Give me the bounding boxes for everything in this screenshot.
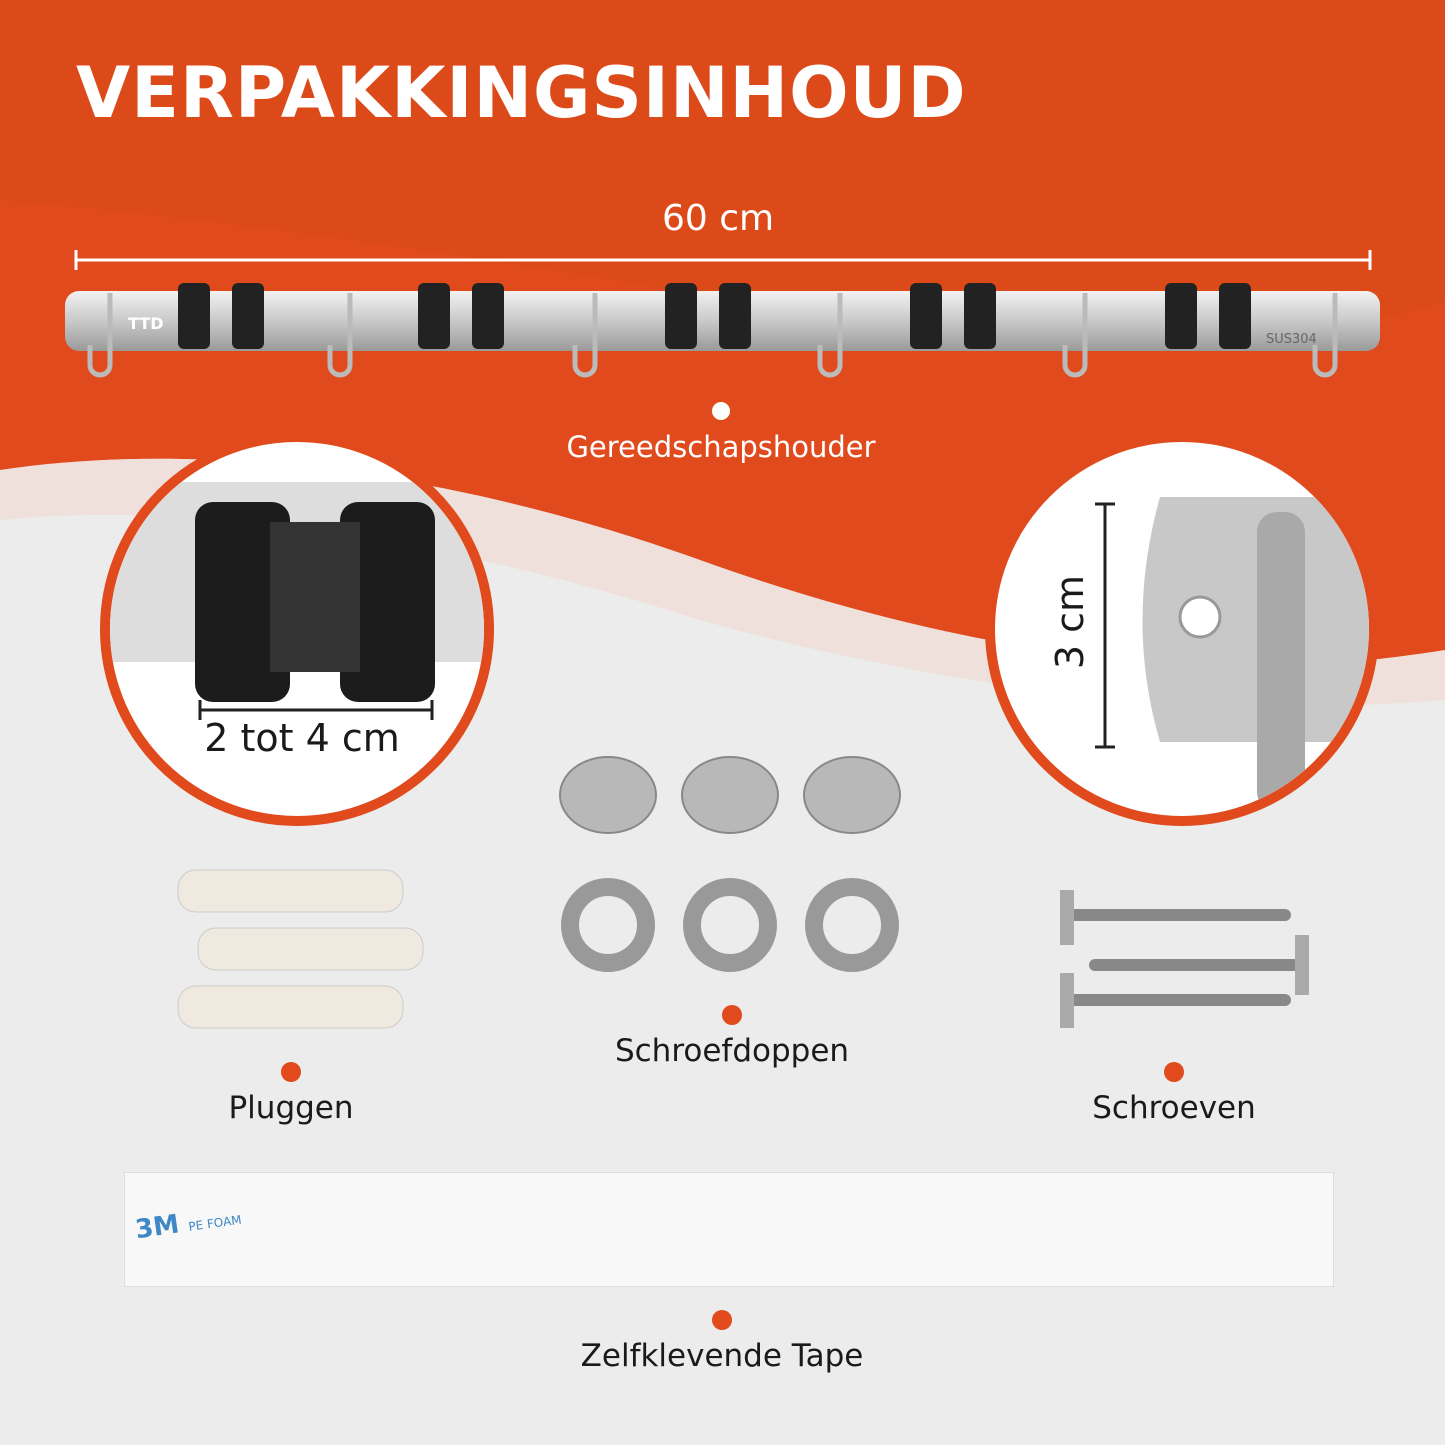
tape-dot bbox=[712, 1310, 732, 1330]
screw-caps-image bbox=[559, 756, 901, 972]
tape-text: PE FOAM bbox=[187, 1212, 243, 1234]
tape-label: Zelfklevende Tape bbox=[580, 1338, 864, 1374]
tool-holder-rail-image: TTD SUS304 bbox=[65, 283, 1380, 378]
clamp-detail-image bbox=[110, 482, 484, 720]
rail-label: Gereedschapshouder bbox=[566, 430, 876, 464]
caps-label: Schroefdoppen bbox=[614, 1033, 850, 1069]
brand-mark: TTD bbox=[128, 314, 163, 333]
height-detail-image bbox=[1095, 497, 1369, 812]
screws-image bbox=[1060, 890, 1309, 1028]
caps-dot bbox=[722, 1005, 742, 1025]
height-detail-circle bbox=[985, 432, 1379, 826]
height-dimension-label: 3 cm bbox=[1048, 574, 1092, 670]
clamp-detail-circle bbox=[100, 432, 494, 826]
plugs-dot bbox=[281, 1062, 301, 1082]
rail-dot bbox=[712, 402, 730, 420]
tape-brand: 3M bbox=[133, 1209, 182, 1246]
screws-dot bbox=[1164, 1062, 1184, 1082]
rail-width-label: 60 cm bbox=[662, 198, 775, 239]
wall-plugs-image bbox=[177, 869, 424, 1029]
page-title: VERPAKKINGSINHOUD bbox=[76, 52, 967, 134]
clamp-dimension-label: 2 tot 4 cm bbox=[204, 716, 400, 760]
width-dimension-line bbox=[74, 250, 1372, 270]
material-mark: SUS304 bbox=[1266, 332, 1317, 347]
adhesive-tape-image: 3M PE FOAM bbox=[124, 1172, 1334, 1287]
screws-label: Schroeven bbox=[1092, 1090, 1256, 1126]
plugs-label: Pluggen bbox=[228, 1090, 354, 1126]
